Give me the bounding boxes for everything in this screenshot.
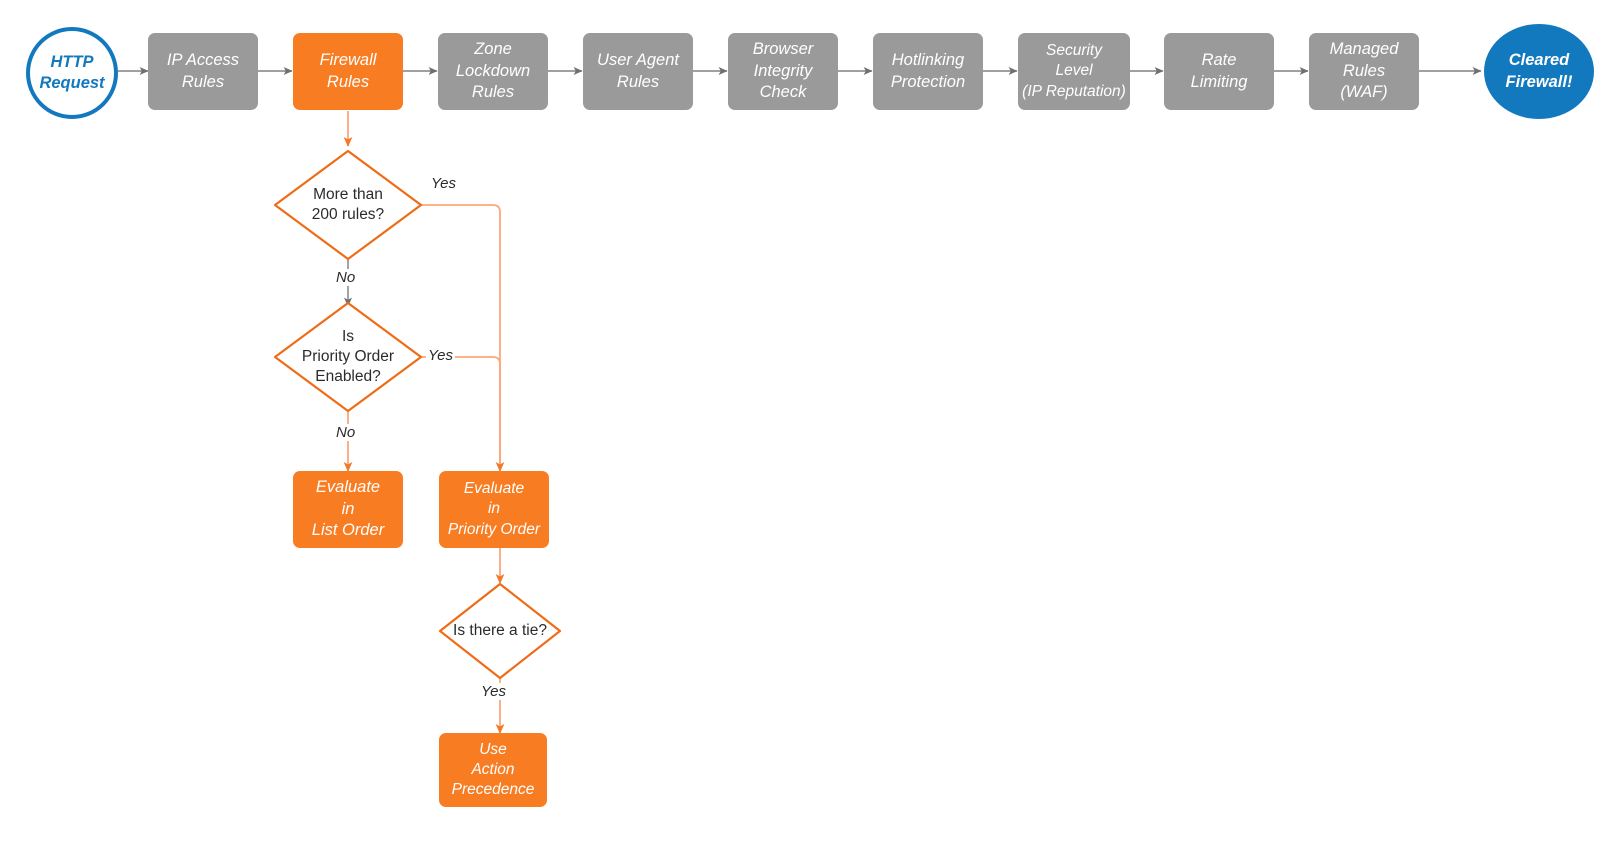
- decision-shapes: [273, 149, 562, 680]
- decision-shape-is-priority-order-enabled[interactable]: [273, 301, 423, 413]
- decision-is-there-a-tie[interactable]: Is there a tie?: [440, 584, 560, 678]
- edge-d1-yes: [420, 204, 501, 470]
- edge-label-d2-no: No: [334, 424, 358, 441]
- edge-d2-yes: [420, 356, 501, 470]
- node-http-request[interactable]: HTTP Request: [26, 27, 118, 119]
- edge-label-d1-yes: Yes: [429, 175, 459, 192]
- edge-label-d3-yes: Yes: [479, 683, 509, 700]
- edge-label-d1-no: No: [334, 269, 358, 286]
- decision-shape-is-there-a-tie[interactable]: [438, 582, 562, 680]
- decision-label: Is there a tie?: [453, 622, 547, 640]
- decision-shape-more-than-200-rules[interactable]: [273, 149, 423, 261]
- node-label: HTTP Request: [39, 52, 105, 92]
- edge-label-d2-yes: Yes: [426, 347, 456, 364]
